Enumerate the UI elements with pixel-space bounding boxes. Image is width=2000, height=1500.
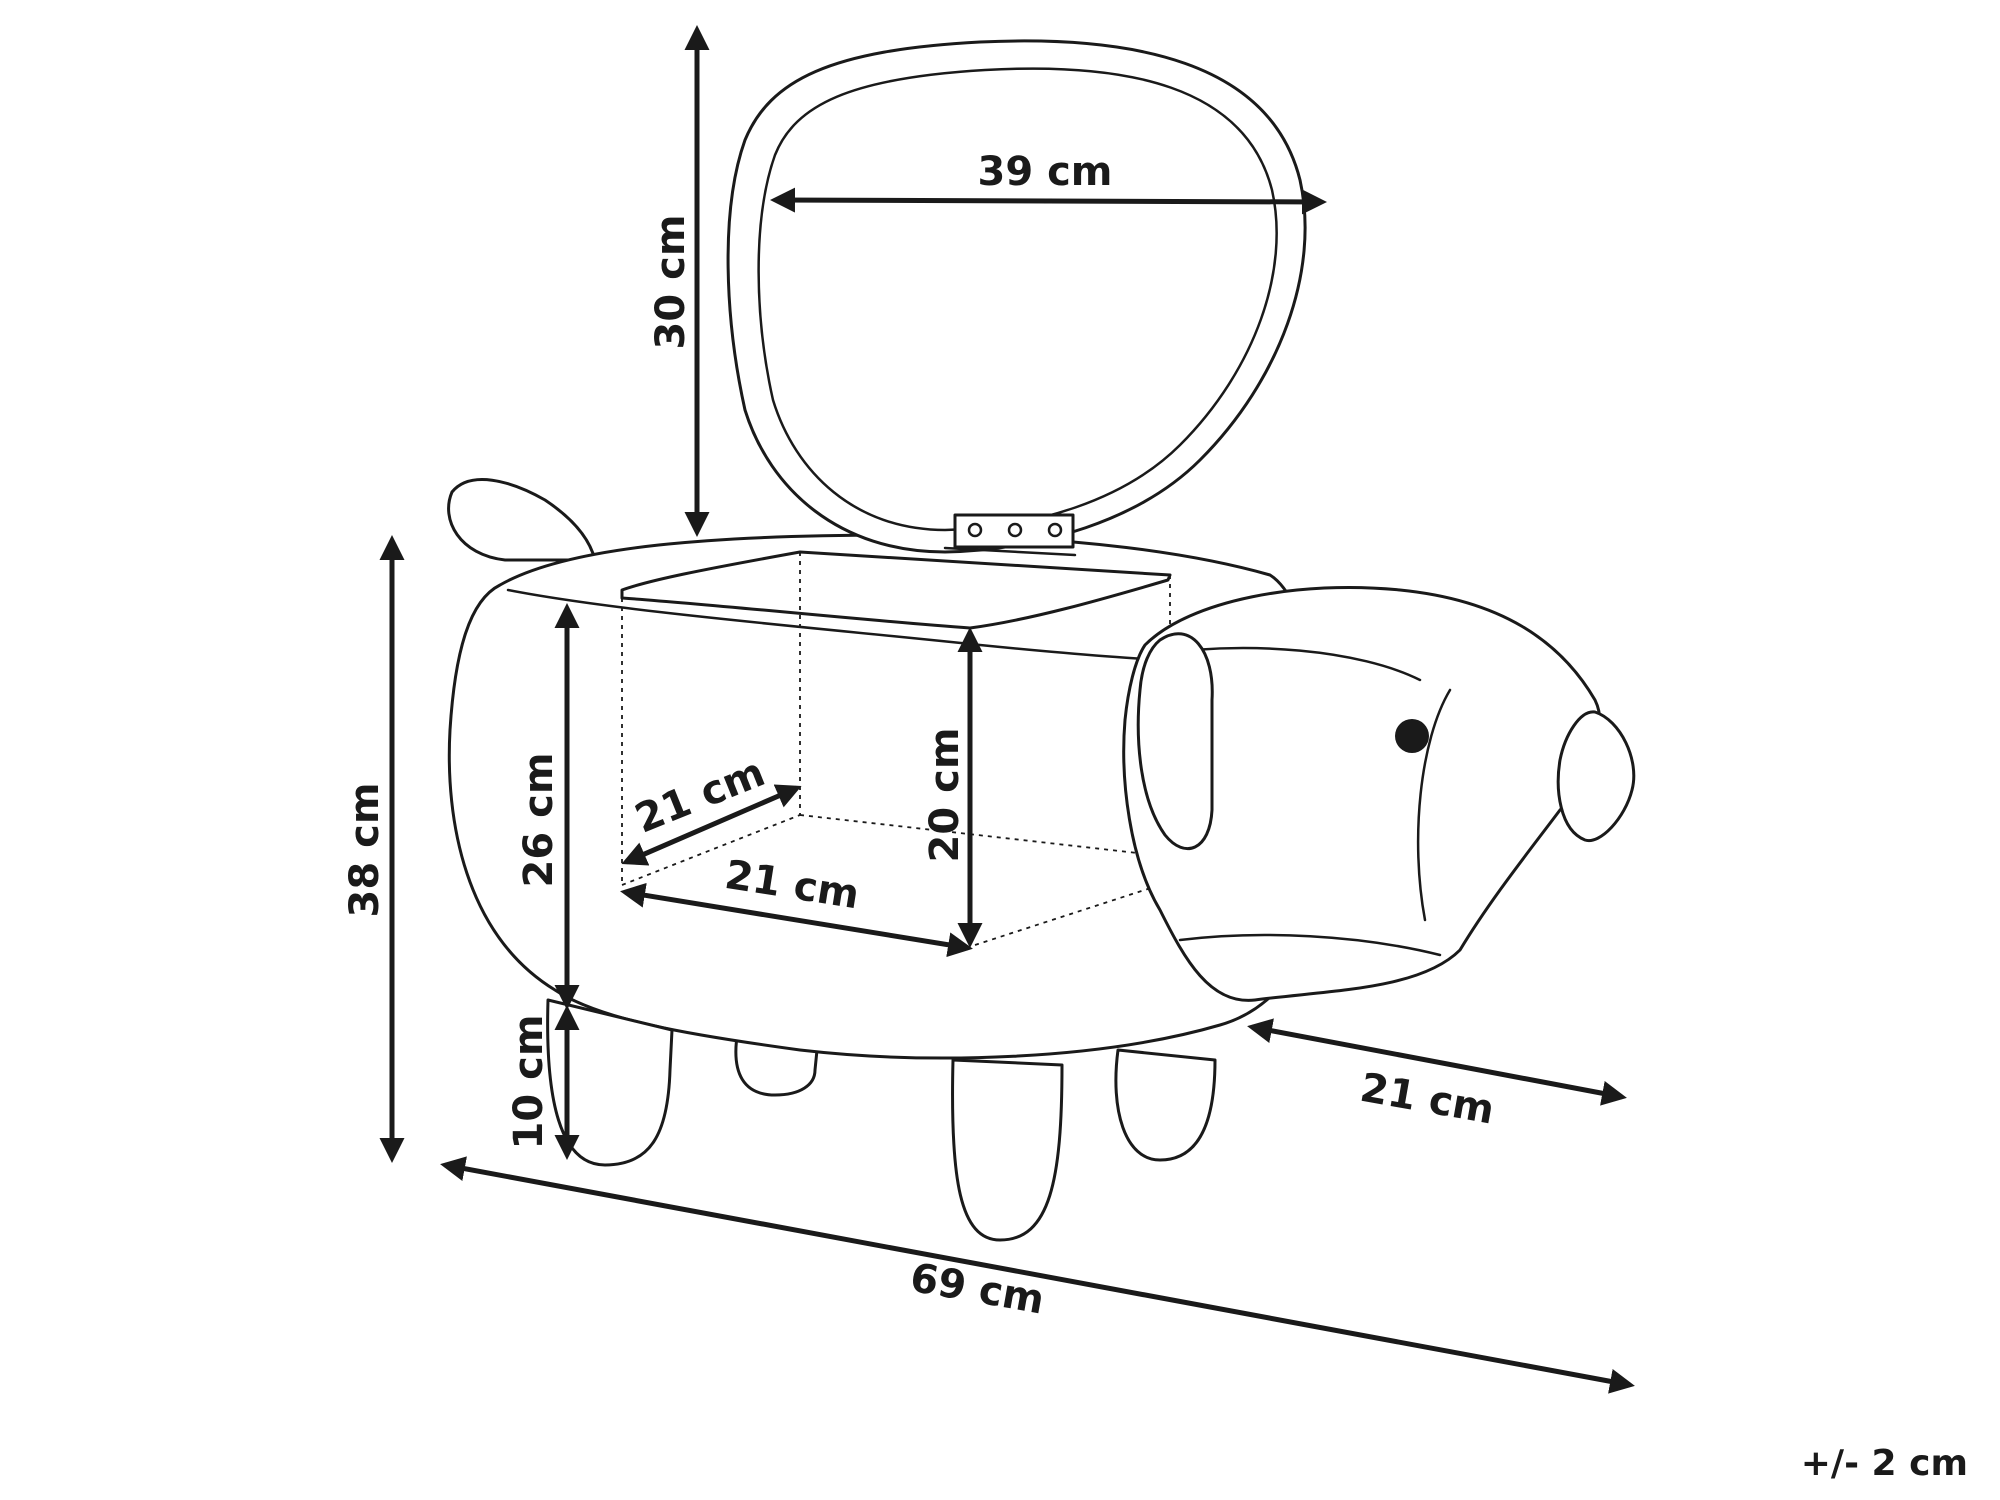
label-lid-width: 39 cm <box>978 149 1113 195</box>
front-leg-front <box>951 1058 1064 1242</box>
label-body-height: 26 cm <box>516 753 562 888</box>
dim-line-lid-width <box>770 187 1327 215</box>
jaw-seam <box>1178 933 1442 957</box>
tail <box>447 478 597 562</box>
body-top-seam <box>506 588 1177 662</box>
dim-line-head-width <box>1247 1018 1627 1106</box>
label-leg-height: 10 cm <box>506 1015 552 1150</box>
dim-line-box-depth <box>621 784 802 866</box>
eye <box>1395 719 1429 753</box>
back-leg-front <box>1114 1048 1217 1162</box>
pig-stool-illustration <box>447 39 1636 1242</box>
label-box-inner-height: 20 cm <box>922 728 968 863</box>
label-total-height: 38 cm <box>342 783 388 918</box>
tolerance-note: +/- 2 cm <box>1801 1443 1968 1484</box>
open-lid-inner <box>757 67 1278 532</box>
dim-line-box-width <box>620 882 973 958</box>
snout <box>1556 710 1636 843</box>
storage-opening <box>620 550 1172 630</box>
label-lid-height: 30 cm <box>648 215 694 350</box>
open-lid-outer <box>726 39 1307 554</box>
ear <box>1136 632 1214 851</box>
pig-head <box>1122 585 1602 1002</box>
dim-line-total-length <box>440 1156 1635 1394</box>
label-total-length: 69 cm <box>907 1255 1048 1324</box>
label-head-width: 21 cm <box>1357 1065 1498 1134</box>
snout-seam <box>1416 688 1452 922</box>
lid-hinge <box>943 513 1077 557</box>
